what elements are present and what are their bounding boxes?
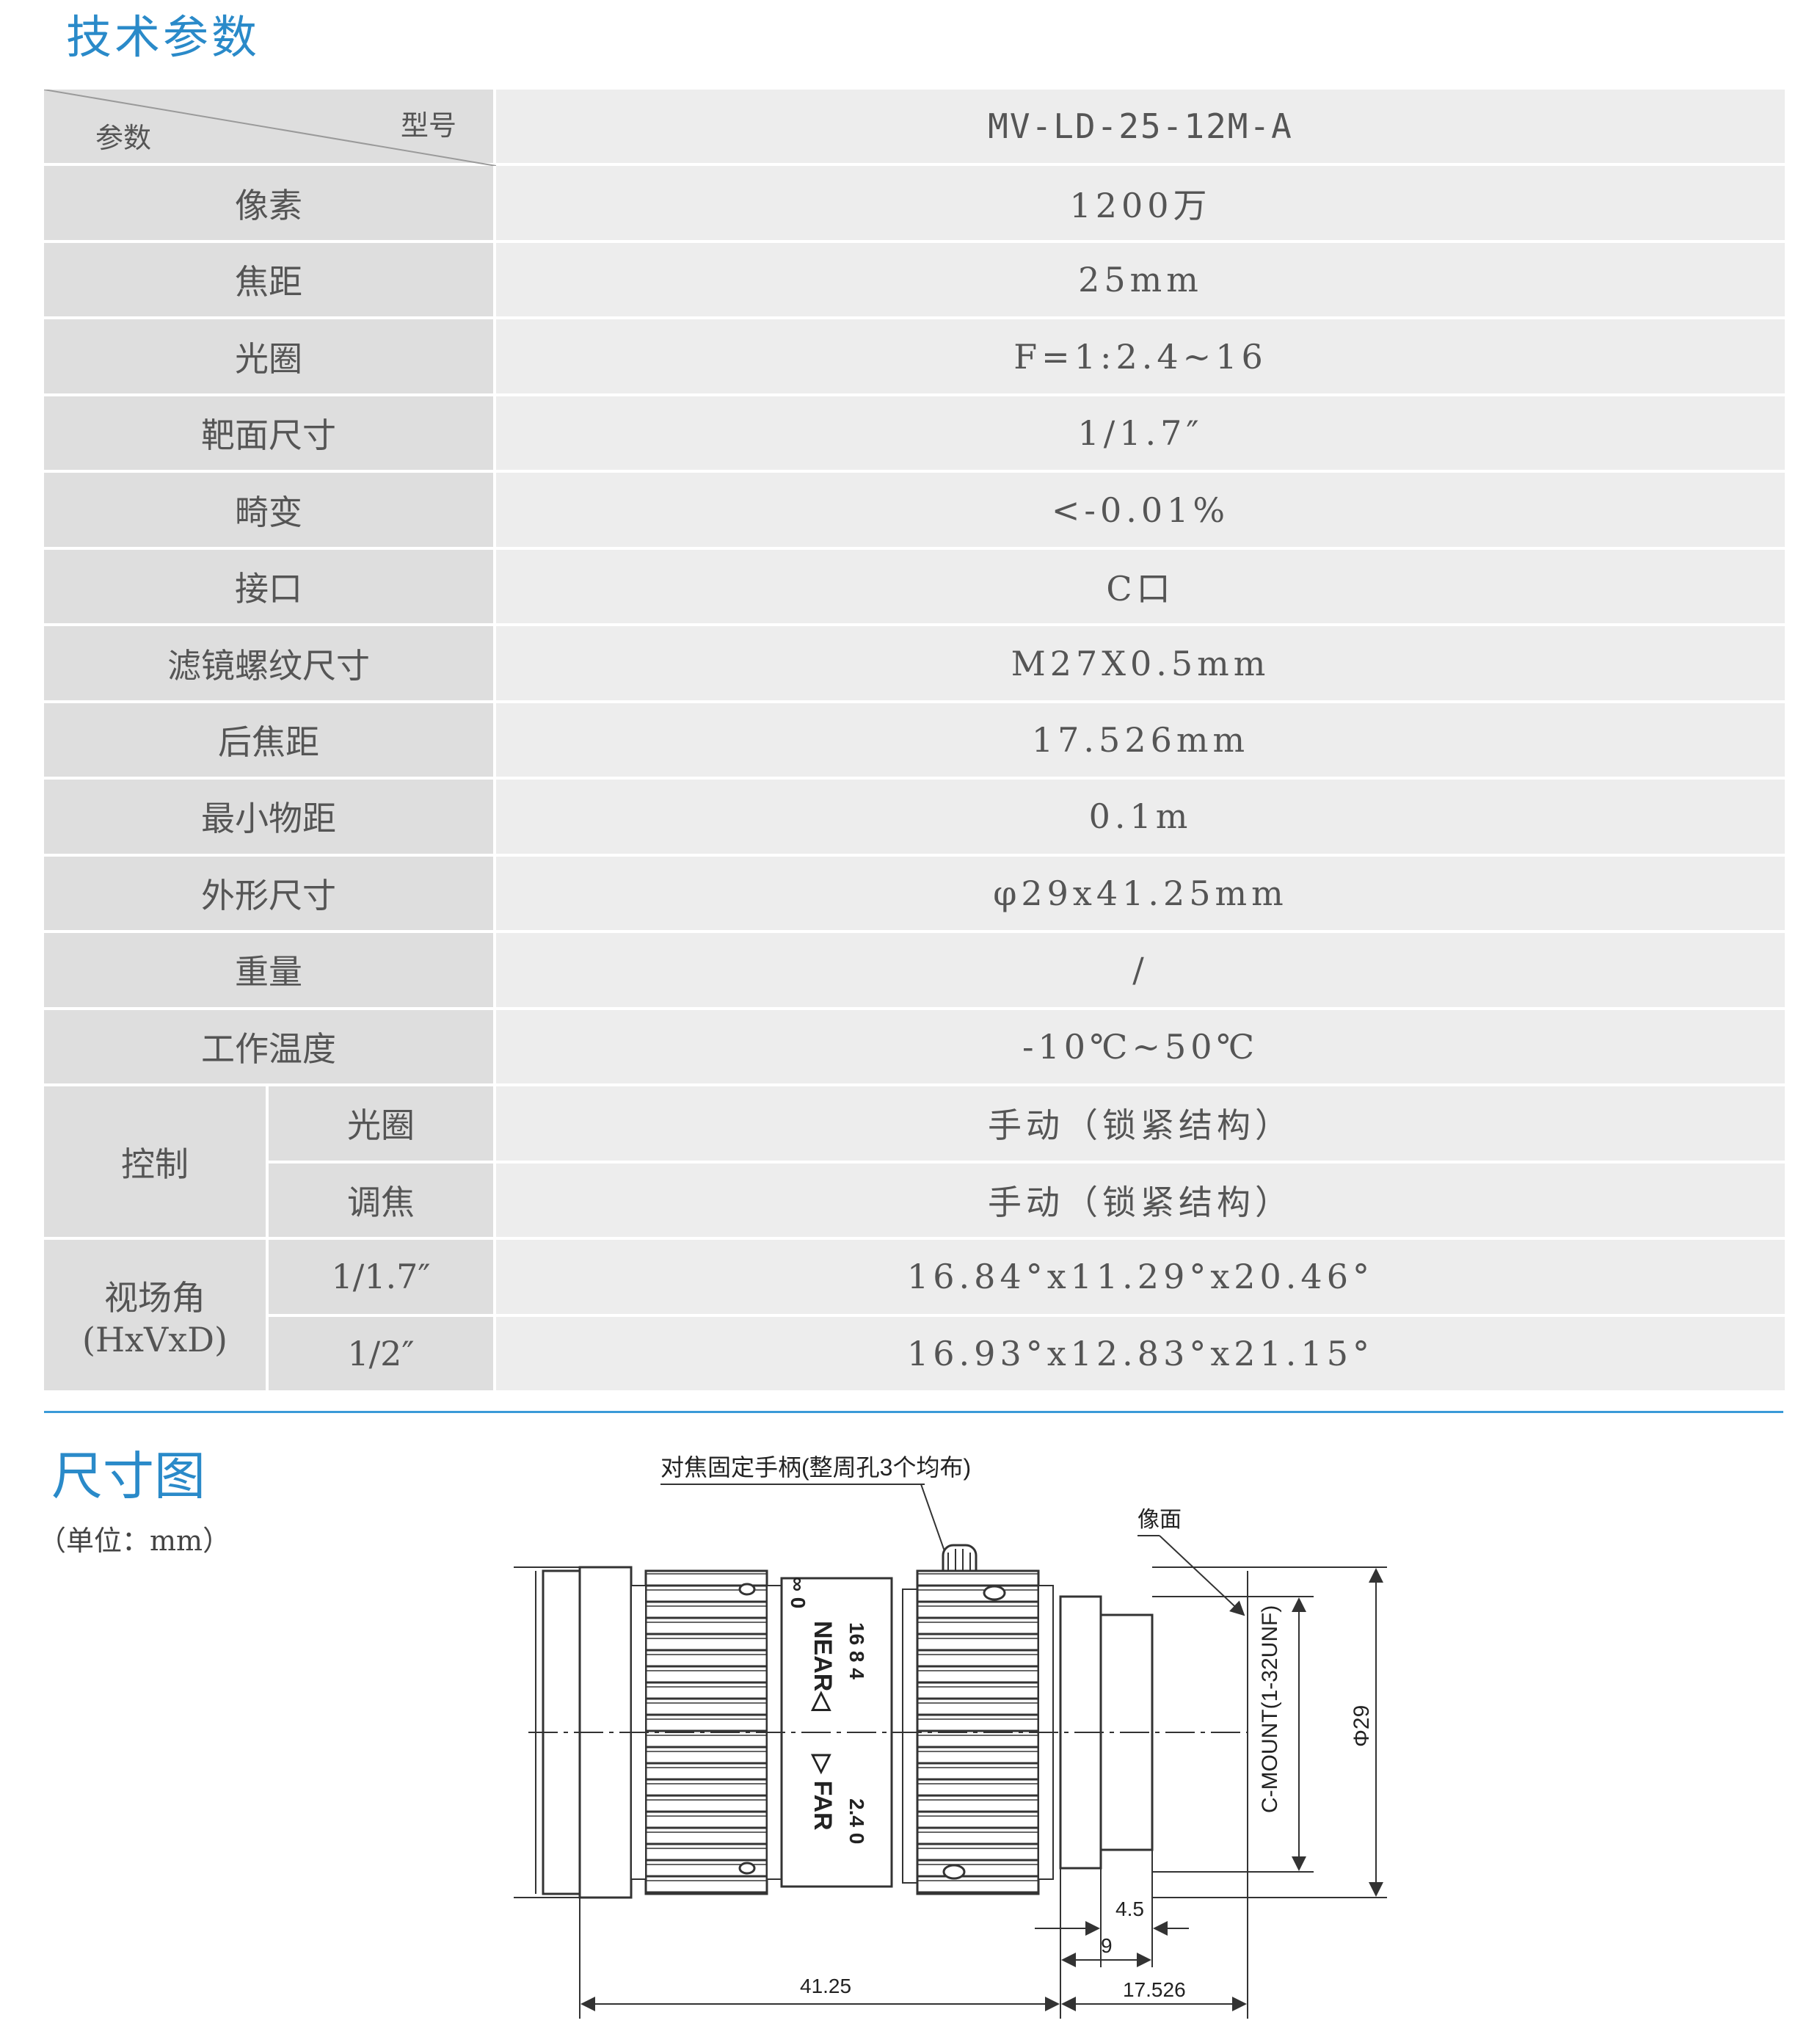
param-value: / [493, 930, 1788, 1010]
param-label: 滤镜螺纹尺寸 [41, 623, 496, 703]
param-label: 接口 [41, 546, 496, 627]
model-cell: MV-LD-25-12M-A [493, 86, 1788, 167]
control-label: 控制 [41, 1083, 269, 1241]
param-label: 靶面尺寸 [41, 393, 496, 473]
scale-left: ∞ 0 [787, 1577, 809, 1608]
param-label: 畸变 [41, 470, 496, 550]
handle-note: 对焦固定手柄(整周孔3个均布) [660, 1454, 971, 1481]
param-label: 后焦距 [41, 700, 496, 780]
section-divider [44, 1411, 1783, 1413]
corner-model-label: 型号 [400, 109, 456, 142]
corner-param-label: 参数 [95, 122, 152, 155]
param-value: 1200万 [493, 163, 1788, 243]
param-label: 工作温度 [41, 1006, 496, 1087]
mount-label: C-MOUNT(1-32UNF) [1258, 1605, 1282, 1813]
param-label: 最小物距 [41, 777, 496, 857]
param-value: 0.1m [493, 777, 1788, 857]
param-label: 光圈 [41, 316, 496, 396]
param-value: φ29x41.25mm [493, 853, 1788, 934]
diagonal-divider [44, 90, 496, 166]
fov-value: 16.84°x11.29°x20.46° [493, 1237, 1788, 1317]
table-row: 重量/ [41, 930, 1788, 1010]
image-plane-label: 像面 [1138, 1508, 1182, 1532]
param-value: 25mm [493, 239, 1788, 320]
scale-mid: 16 8 4 [845, 1622, 868, 1680]
table-row: 视场角 (HxVxD) 1/1.7″ 16.84°x11.29°x20.46° [41, 1237, 1788, 1393]
param-value: 17.526mm [493, 700, 1788, 780]
dim-41-25: 41.25 [800, 1975, 851, 1997]
near-label: NEAR◁ [809, 1621, 837, 1711]
page-title: 技术参数 [66, 10, 261, 64]
fov-label-line2: (HxVxD) [82, 1319, 228, 1359]
control-value: 手动（锁紧结构） [493, 1160, 1788, 1241]
control-value: 手动（锁紧结构） [493, 1083, 1788, 1163]
fov-label-line1: 视场角 [104, 1277, 205, 1318]
param-value: -10℃~50℃ [493, 1006, 1788, 1087]
param-value: F=1:2.4~16 [493, 316, 1788, 396]
control-sub-label: 光圈 [266, 1083, 496, 1163]
dimension-unit: （单位：mm） [38, 1525, 231, 1557]
param-value: C口 [493, 546, 1788, 627]
lens-dimension-drawing: 对焦固定手柄(整周孔3个均布) 像面 NEAR◁ ▷ FAR 16 8 4 ∞ … [514, 1454, 1387, 2019]
param-value: M27X0.5mm [493, 623, 1788, 703]
param-label: 焦距 [41, 239, 496, 320]
fov-sub-label: 1/2″ [266, 1313, 496, 1394]
fov-value: 16.93°x12.83°x21.15° [493, 1313, 1788, 1394]
corner-cell: 型号 参数 [41, 86, 496, 167]
dim-4-5: 4.5 [1115, 1898, 1144, 1920]
param-label: 外形尺寸 [41, 853, 496, 934]
dim-17-526: 17.526 [1123, 1978, 1186, 2001]
dimension-title: 尺寸图 [51, 1446, 205, 1506]
table-row: 调焦 手动（锁紧结构） [43, 1160, 1788, 1241]
param-label: 重量 [41, 930, 496, 1010]
scale-right: 2.4 0 [845, 1798, 868, 1844]
table-row: 1/2″ 16.93°x12.83°x21.15° [43, 1313, 1788, 1394]
diameter-label: Φ29 [1350, 1705, 1374, 1747]
table-row: 控制 光圈 手动（锁紧结构） [41, 1083, 1788, 1241]
param-label: 像素 [41, 163, 496, 243]
param-value: <-0.01% [493, 470, 1788, 550]
dim-9: 9 [1101, 1934, 1113, 1957]
fov-sub-label: 1/1.7″ [266, 1237, 496, 1317]
table-header-row: 型号 参数 MV-LD-25-12M-A [41, 86, 1788, 167]
table-row: 畸变<-0.01% [41, 470, 1788, 550]
control-sub-label: 调焦 [266, 1160, 496, 1241]
param-value: 1/1.7″ [493, 393, 1788, 473]
far-label: ▷ FAR [809, 1754, 837, 1831]
fov-label: 视场角 (HxVxD) [41, 1237, 269, 1393]
table-row: 工作温度-10℃~50℃ [41, 1006, 1788, 1087]
